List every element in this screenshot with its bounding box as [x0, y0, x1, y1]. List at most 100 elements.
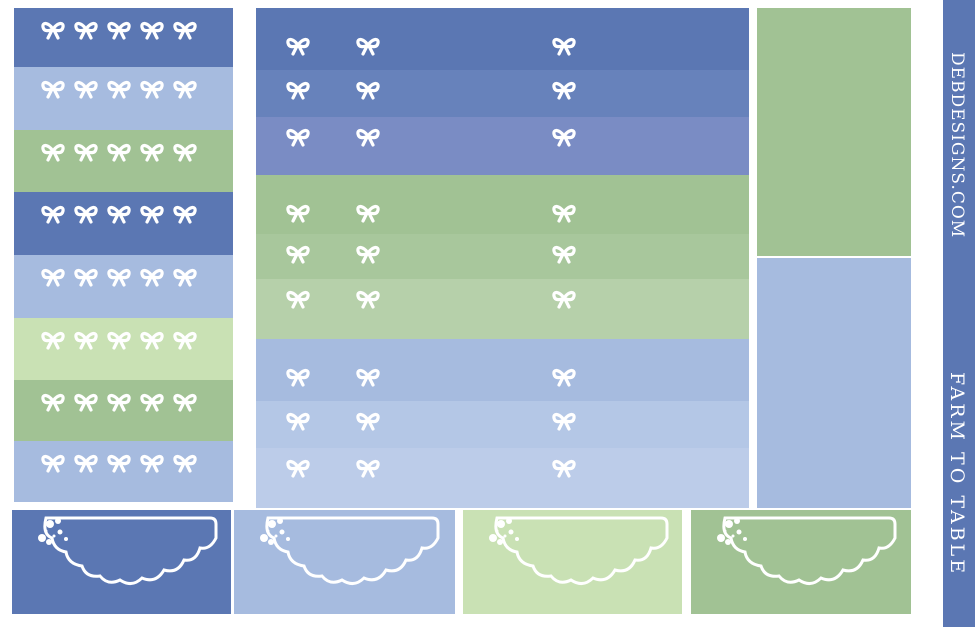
bow-icon	[173, 142, 197, 162]
sticker-row	[256, 234, 749, 279]
bow-icon	[41, 79, 65, 99]
bow-icon	[41, 453, 65, 473]
bow-icon	[41, 20, 65, 40]
bow-icon	[107, 267, 131, 287]
bow-icon	[552, 458, 576, 478]
bow-icon	[140, 330, 164, 350]
bow-strip	[14, 441, 233, 502]
bow-strip	[14, 255, 233, 318]
bow-icon	[74, 142, 98, 162]
bow-icon	[173, 392, 197, 412]
label-sticker	[463, 510, 682, 614]
blank-panel	[757, 8, 911, 256]
bow-icon	[74, 20, 98, 40]
bow-icon	[286, 367, 310, 387]
bow-icon	[356, 203, 380, 223]
bow-icon	[107, 142, 131, 162]
bow-icon	[74, 204, 98, 224]
bow-icon	[173, 20, 197, 40]
blank-panel	[757, 258, 911, 508]
bow-icon	[140, 453, 164, 473]
bow-icon	[140, 142, 164, 162]
bow-icon	[173, 267, 197, 287]
bow-icon	[107, 453, 131, 473]
bow-icon	[41, 330, 65, 350]
bow-icon	[140, 392, 164, 412]
bow-strip	[14, 8, 233, 67]
bow-icon	[356, 80, 380, 100]
bow-icon	[41, 392, 65, 412]
bow-icon	[74, 330, 98, 350]
bow-icon	[552, 36, 576, 56]
title-text: FARM TO TABLE	[946, 372, 968, 577]
bow-icon	[286, 244, 310, 264]
scalloped-label-frame	[489, 516, 669, 585]
bow-icon	[552, 289, 576, 309]
bow-icon	[552, 411, 576, 431]
bow-strip	[14, 67, 233, 130]
label-sticker	[691, 510, 911, 614]
bow-icon	[286, 36, 310, 56]
bow-icon	[41, 204, 65, 224]
bow-icon	[286, 411, 310, 431]
bow-icon	[74, 79, 98, 99]
sticker-row	[256, 279, 749, 339]
bow-strip	[14, 380, 233, 441]
bow-icon	[107, 330, 131, 350]
floral-flourish-icon	[38, 518, 68, 545]
bow-icon	[356, 367, 380, 387]
bow-icon	[286, 80, 310, 100]
bow-icon	[286, 289, 310, 309]
brand-text: DEBDESIGNS.COM	[947, 52, 967, 239]
bow-icon	[286, 458, 310, 478]
sticker-row	[256, 401, 749, 448]
bow-icon	[552, 203, 576, 223]
bow-icon	[140, 20, 164, 40]
bow-icon	[286, 127, 310, 147]
bow-icon	[173, 453, 197, 473]
bow-icon	[107, 79, 131, 99]
floral-flourish-icon	[717, 518, 747, 545]
scalloped-label-frame	[260, 516, 440, 585]
bow-strip	[14, 192, 233, 255]
sticker-row	[256, 175, 749, 234]
sticker-row	[256, 8, 749, 70]
sticker-row	[256, 70, 749, 117]
sticker-row	[256, 339, 749, 401]
bow-icon	[356, 244, 380, 264]
bow-strip	[14, 130, 233, 192]
sticker-row	[256, 448, 749, 508]
bow-icon	[41, 267, 65, 287]
floral-flourish-icon	[489, 518, 519, 545]
label-sticker	[12, 510, 231, 614]
label-sticker	[234, 510, 455, 614]
scalloped-label-frame	[717, 516, 897, 585]
scalloped-label-frame	[38, 516, 218, 585]
bow-icon	[140, 204, 164, 224]
bow-strip	[14, 318, 233, 380]
bow-icon	[356, 458, 380, 478]
bow-icon	[552, 80, 576, 100]
bow-icon	[173, 204, 197, 224]
bow-icon	[107, 20, 131, 40]
bow-icon	[552, 127, 576, 147]
bow-icon	[140, 79, 164, 99]
bow-icon	[41, 142, 65, 162]
bow-icon	[356, 411, 380, 431]
bow-icon	[107, 204, 131, 224]
bow-icon	[74, 267, 98, 287]
bow-icon	[286, 203, 310, 223]
side-strip: DEBDESIGNS.COM FARM TO TABLE	[943, 0, 975, 627]
bow-icon	[74, 392, 98, 412]
bow-icon	[74, 453, 98, 473]
bow-icon	[107, 392, 131, 412]
bow-icon	[356, 36, 380, 56]
bow-icon	[552, 367, 576, 387]
bow-icon	[173, 330, 197, 350]
bow-icon	[356, 127, 380, 147]
bow-icon	[356, 289, 380, 309]
bow-icon	[173, 79, 197, 99]
floral-flourish-icon	[260, 518, 290, 545]
sticker-row	[256, 117, 749, 175]
bow-icon	[140, 267, 164, 287]
